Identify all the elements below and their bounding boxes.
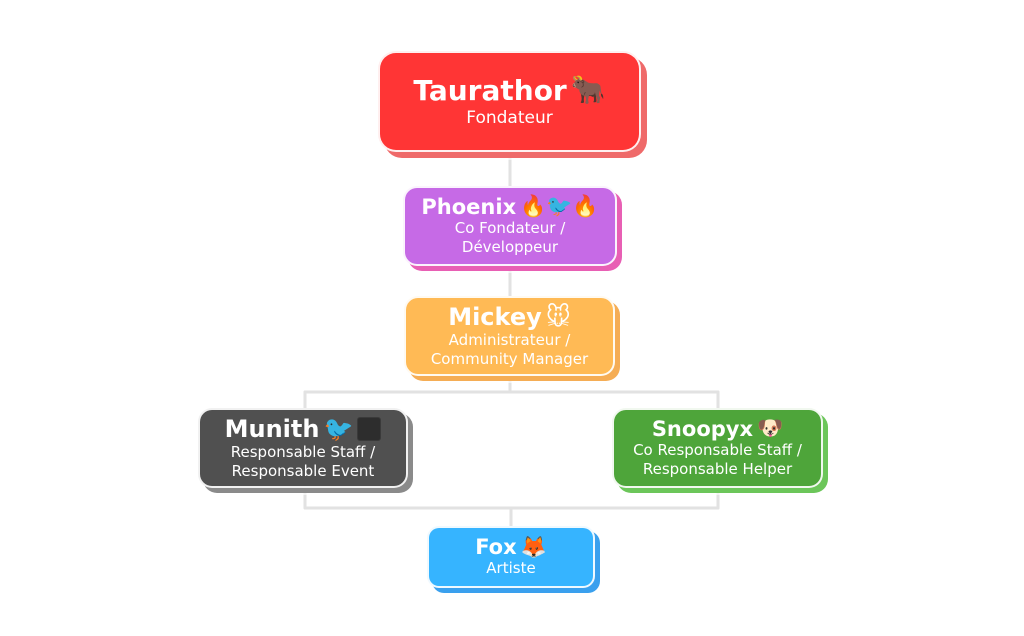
- node-role: Fondateur: [466, 107, 553, 128]
- dog-icon: 🐶: [757, 416, 784, 440]
- node-name: Phoenix 🔥🐦🔥: [421, 194, 599, 219]
- black-square-icon: [357, 416, 382, 441]
- node-fox: Fox 🦊 Artiste: [427, 526, 595, 588]
- node-phoenix: Phoenix 🔥🐦🔥 Co Fondateur / Développeur: [403, 186, 617, 266]
- fire-bird-fire-icon: 🔥🐦🔥: [520, 194, 599, 218]
- node-mickey: Mickey 🐭 Administrateur / Community Mana…: [404, 296, 615, 376]
- fox-icon: 🦊: [520, 534, 547, 559]
- node-name: Fox 🦊: [475, 534, 547, 560]
- node-taurathor: Taurathor 🐂 Fondateur: [378, 51, 641, 152]
- node-role: Responsable Staff / Responsable Event: [230, 442, 376, 481]
- ox-icon: 🐂: [570, 73, 606, 107]
- node-snoopyx: Snoopyx 🐶 Co Responsable Staff / Respons…: [612, 408, 823, 488]
- node-munith: Munith 🐦 Responsable Staff / Responsable…: [198, 408, 408, 488]
- node-role: Artiste: [486, 559, 536, 578]
- node-name: Taurathor 🐂: [413, 73, 606, 107]
- node-role: Co Responsable Staff / Responsable Helpe…: [633, 440, 802, 479]
- node-name: Snoopyx 🐶: [651, 416, 784, 441]
- node-name: Mickey 🐭: [448, 302, 571, 331]
- bird-icon: 🐦: [323, 414, 354, 443]
- mouse-icon: 🐭: [545, 302, 571, 331]
- node-role: Administrateur / Community Manager: [430, 330, 589, 369]
- node-name: Munith 🐦: [225, 415, 382, 443]
- node-role: Co Fondateur / Développeur: [454, 218, 566, 257]
